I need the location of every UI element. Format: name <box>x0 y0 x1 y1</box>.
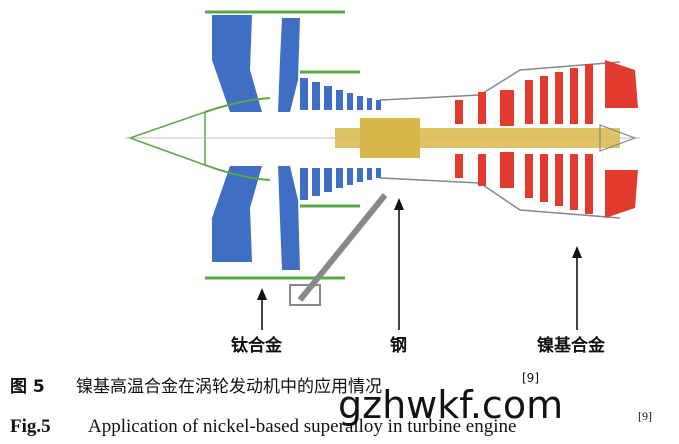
caption-cn-ref: [9] <box>522 371 539 385</box>
caption: 图 5 镍基高温合金在涡轮发动机中的应用情况 [9] Fig.5 Applica… <box>10 371 652 437</box>
label-titanium-alloy: 钛合金 <box>231 335 283 356</box>
fan-blade-upper <box>212 15 262 112</box>
caption-en-ref: [9] <box>638 409 652 423</box>
core-casing-lower <box>379 177 621 219</box>
caption-cn-text: 镍基高温合金在涡轮发动机中的应用情况 <box>76 377 382 397</box>
watermark: gzhwkf.com <box>338 383 563 427</box>
arrow-head-nickel <box>572 246 582 258</box>
turbine-upper <box>455 60 638 126</box>
arrow-head-titanium <box>257 288 267 300</box>
label-steel: 钢 <box>390 335 407 356</box>
core-casing-upper <box>379 61 621 101</box>
booster-blade-upper <box>278 18 300 112</box>
gearbox <box>289 284 321 306</box>
steel-bearing-hub <box>360 118 420 158</box>
gearbox-strut <box>297 193 388 302</box>
caption-cn-number: 图 5 <box>10 377 45 397</box>
turbine-lower <box>455 152 638 218</box>
exhaust-cone <box>599 124 637 152</box>
splitter-lower <box>204 164 271 181</box>
label-nickel-alloy: 镍基合金 <box>537 335 606 356</box>
nose-cone <box>127 110 206 167</box>
booster-blade-lower <box>278 166 300 270</box>
callout-arrows <box>257 198 582 330</box>
caption-en-text: Application of nickel-based superalloy i… <box>88 416 516 437</box>
compressor-lower <box>300 168 381 200</box>
caption-en-number: Fig.5 <box>10 416 51 437</box>
splitter-upper <box>204 97 271 113</box>
fan-blade-lower <box>212 166 262 262</box>
compressor-upper <box>300 78 381 110</box>
arrow-head-steel <box>394 198 404 210</box>
engine-cross-section <box>125 10 640 306</box>
